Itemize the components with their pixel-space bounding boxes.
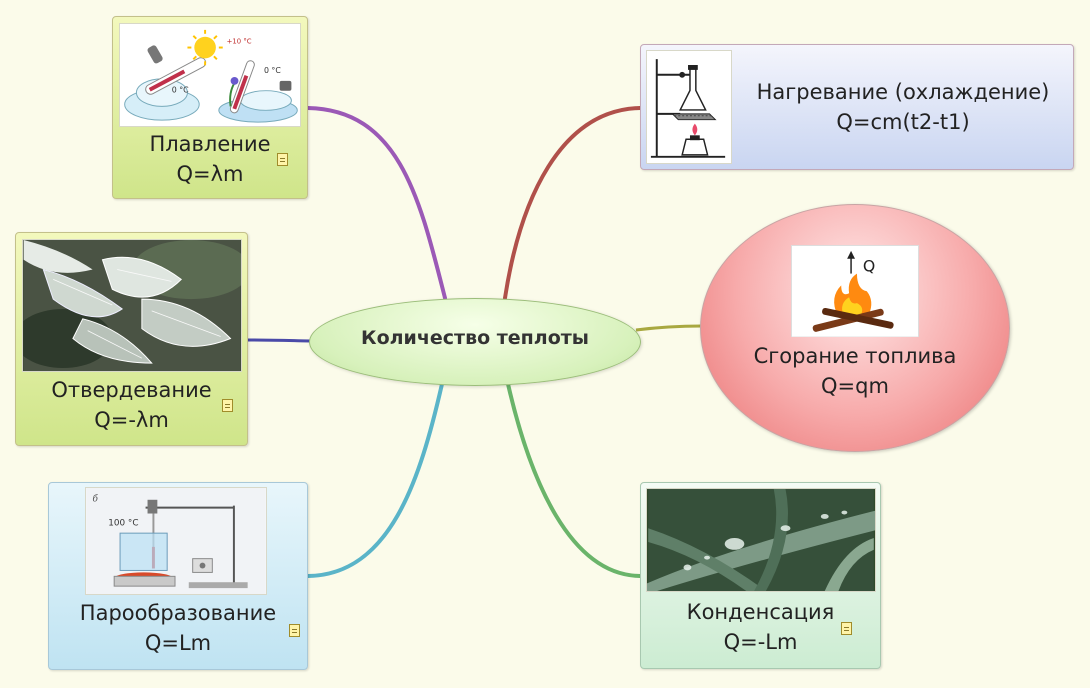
vaporization-name: Парообразование [79,601,277,625]
heating-image [646,50,732,164]
solidification-image [22,239,242,372]
node-heating[interactable]: Нагревание (охлаждение) Q=cm(t2-t1) [640,44,1074,170]
vapor-hundred-text: 100 °C [108,518,138,528]
melting-zero-right-text: 0 °C [264,66,281,75]
condensation-formula: Q=-Lm [723,630,798,654]
central-topic[interactable]: Количество теплоты [309,298,641,386]
combustion-image: Q [791,245,919,337]
branch-melting [306,106,447,300]
combustion-name: Сгорание топлива [753,344,957,368]
solidification-formula: Q=-λm [94,408,169,432]
fire-q-text: Q [863,257,875,276]
note-icon[interactable] [841,622,852,635]
condensation-name: Конденсация [686,600,835,624]
heating-name: Нагревание (охлаждение) [756,80,1050,104]
condensation-image [646,488,876,592]
combustion-formula: Q=qm [821,374,889,398]
node-solidification[interactable]: Отвердевание Q=-λm [15,232,248,446]
melting-name: Плавление [149,132,271,156]
note-icon[interactable] [277,153,288,166]
solidification-name: Отвердевание [51,378,212,402]
node-combustion[interactable]: Q Сгорание топлива Q=qm [700,204,1010,452]
vapor-fig-letter-text: б [93,494,99,505]
node-melting[interactable]: 0 °C +10 °C 0 °C Плавление Q=λm [112,16,308,199]
note-icon[interactable] [289,624,300,637]
branch-heating [503,106,642,300]
central-topic-title: Количество теплоты [361,327,589,349]
node-condensation[interactable]: Конденсация Q=-Lm [640,482,881,669]
melting-plus-ten-text: +10 °C [227,38,252,46]
vaporization-formula: Q=Lm [144,631,212,655]
branch-vaporization [306,382,444,578]
melting-zero-left-text: 0 °C [172,86,189,95]
branch-solidification [247,338,313,343]
branch-condensation [506,382,642,578]
heating-formula: Q=cm(t2-t1) [836,110,970,134]
note-icon[interactable] [222,399,233,412]
branch-combustion [635,324,703,332]
melting-image: 0 °C +10 °C 0 °C [119,23,301,127]
node-vaporization[interactable]: б 100 °C Парообразование Q=Lm [48,482,308,670]
vaporization-image: б 100 °C [85,487,267,595]
melting-formula: Q=λm [176,162,244,186]
